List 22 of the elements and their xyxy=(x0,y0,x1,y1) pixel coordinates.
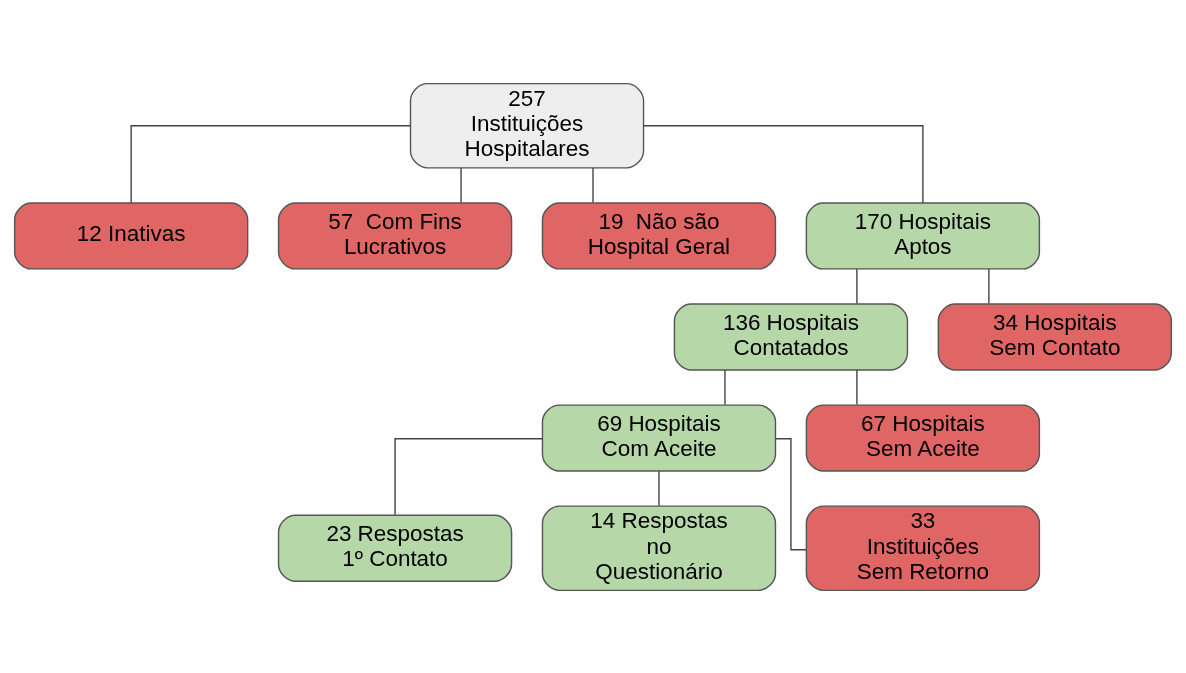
connector xyxy=(856,267,858,304)
connector xyxy=(130,124,412,204)
node-box: 257 Instituições Hospitalares xyxy=(409,82,645,169)
connector xyxy=(592,166,594,203)
connector xyxy=(658,469,660,507)
node-box: 69 Hospitais Com Aceite xyxy=(541,403,777,472)
node-box: 170 Hospitais Aptos xyxy=(805,201,1041,270)
node-box: 136 Hospitais Contatados xyxy=(673,302,909,371)
connector xyxy=(460,166,462,203)
node-box: 14 Respostas no Questionário xyxy=(541,504,777,591)
node-box: 34 Hospitais Sem Contato xyxy=(937,302,1173,371)
node-box: 12 Inativas xyxy=(13,201,249,270)
node-box: 67 Hospitais Sem Aceite xyxy=(805,403,1041,472)
node-box: 33 Instituições Sem Retorno xyxy=(805,504,1041,591)
node-box: 19 Não são Hospital Geral xyxy=(541,201,777,270)
connector xyxy=(394,437,544,516)
connector xyxy=(724,368,726,405)
connector xyxy=(856,368,858,405)
node-box: 23 Respostas 1º Contato xyxy=(277,514,513,582)
node-box: 57 Com Fins Lucrativos xyxy=(277,201,513,270)
connector xyxy=(642,124,924,204)
connector xyxy=(988,267,990,304)
